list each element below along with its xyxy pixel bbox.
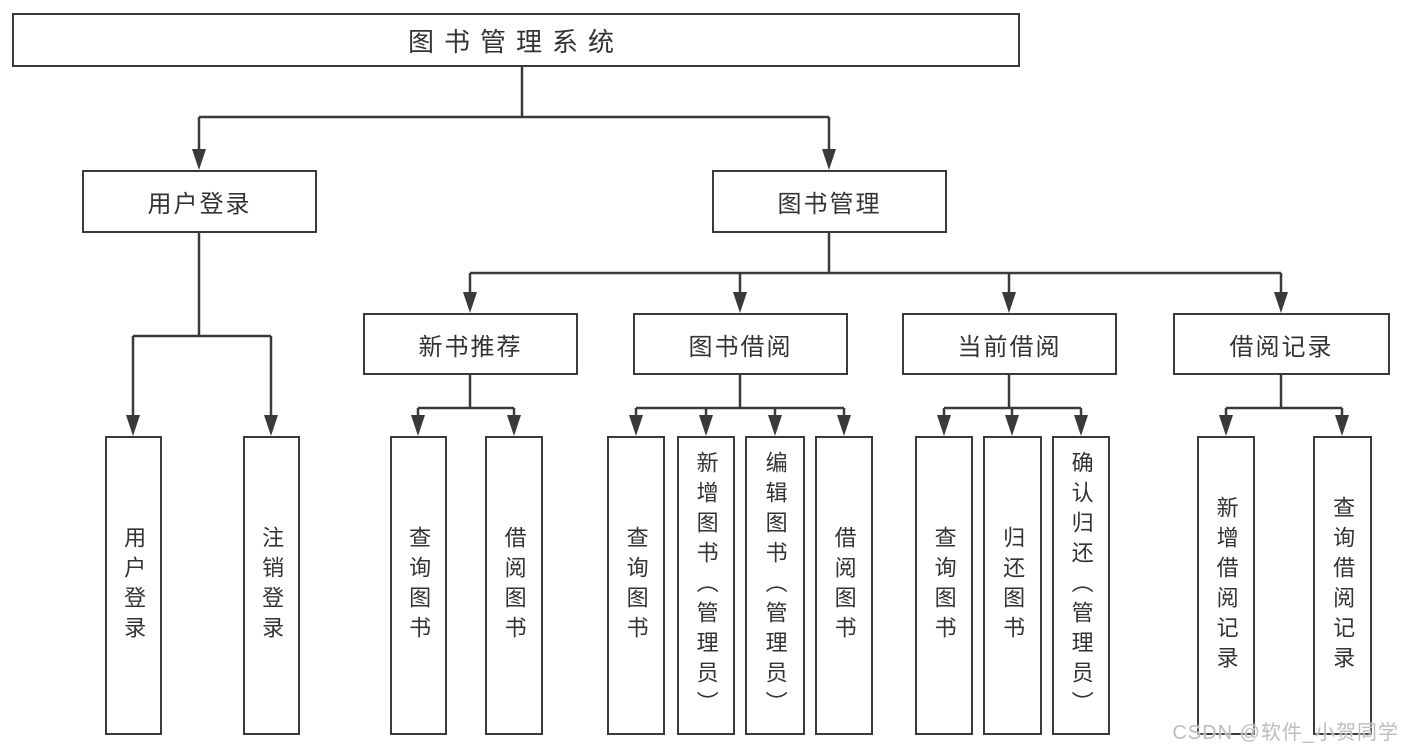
node-label: 归还图书 <box>1000 525 1026 646</box>
node-new-book-recommend: 新书推荐 <box>363 313 578 375</box>
node-label: 借阅记录 <box>1229 333 1334 361</box>
node-label: 当前借阅 <box>957 333 1062 361</box>
node-label: 查询图书 <box>623 525 649 646</box>
connector-current-borrow-branch <box>937 375 1088 436</box>
connector-user-login-branch <box>126 233 278 436</box>
node-label: 图书借阅 <box>688 333 793 361</box>
node-label: 用户登录 <box>121 525 147 646</box>
node-leaf-logout: 注销登录 <box>243 436 300 735</box>
node-leaf-confirm-return-admin: 确认归还（管理员） <box>1052 436 1110 735</box>
node-leaf-query-books-current: 查询图书 <box>915 436 973 735</box>
node-label: 借阅图书 <box>831 525 857 646</box>
node-leaf-query-books-recommend: 查询图书 <box>390 436 447 735</box>
node-leaf-add-books-admin: 新增图书（管理员） <box>677 436 735 735</box>
node-library-system-root: 图书管理系统 <box>12 13 1020 67</box>
node-label: 查询借阅记录 <box>1330 495 1356 676</box>
node-leaf-borrow-books: 借阅图书 <box>815 436 873 735</box>
node-leaf-borrow-books-recommend: 借阅图书 <box>485 436 543 735</box>
node-label: 注销登录 <box>259 525 285 646</box>
node-label: 新书推荐 <box>418 333 523 361</box>
node-label: 用户登录 <box>147 191 252 218</box>
node-label: 查询图书 <box>406 525 432 646</box>
node-leaf-query-books-borrow: 查询图书 <box>607 436 665 735</box>
connector-new-book-recommend-branch <box>411 375 521 436</box>
node-book-borrow: 图书借阅 <box>633 313 848 375</box>
node-book-management: 图书管理 <box>712 170 947 233</box>
connector-borrow-records-branch <box>1219 375 1349 436</box>
node-label: 图书管理系统 <box>407 26 624 57</box>
node-current-borrow: 当前借阅 <box>902 313 1117 375</box>
node-label: 编辑图书（管理员） <box>762 450 788 721</box>
node-user-login: 用户登录 <box>82 170 317 233</box>
connector-root-to-level2 <box>192 67 836 170</box>
csdn-watermark: CSDN @软件_小贺同学 <box>1172 722 1399 744</box>
node-leaf-user-login: 用户登录 <box>105 436 162 735</box>
node-leaf-return-books: 归还图书 <box>983 436 1042 735</box>
node-label: 查询图书 <box>931 525 957 646</box>
node-label: 借阅图书 <box>501 525 527 646</box>
connector-book-management-branch <box>463 233 1288 313</box>
node-leaf-add-borrow-record: 新增借阅记录 <box>1197 436 1255 735</box>
node-label: 确认归还（管理员） <box>1068 450 1094 721</box>
node-label: 图书管理 <box>777 191 882 218</box>
node-label: 新增借阅记录 <box>1213 495 1239 676</box>
connector-book-borrow-branch <box>629 375 851 436</box>
node-label: 新增图书（管理员） <box>693 450 719 721</box>
node-borrow-records: 借阅记录 <box>1173 313 1390 375</box>
node-leaf-edit-books-admin: 编辑图书（管理员） <box>745 436 805 735</box>
node-leaf-query-borrow-record: 查询借阅记录 <box>1313 436 1372 735</box>
